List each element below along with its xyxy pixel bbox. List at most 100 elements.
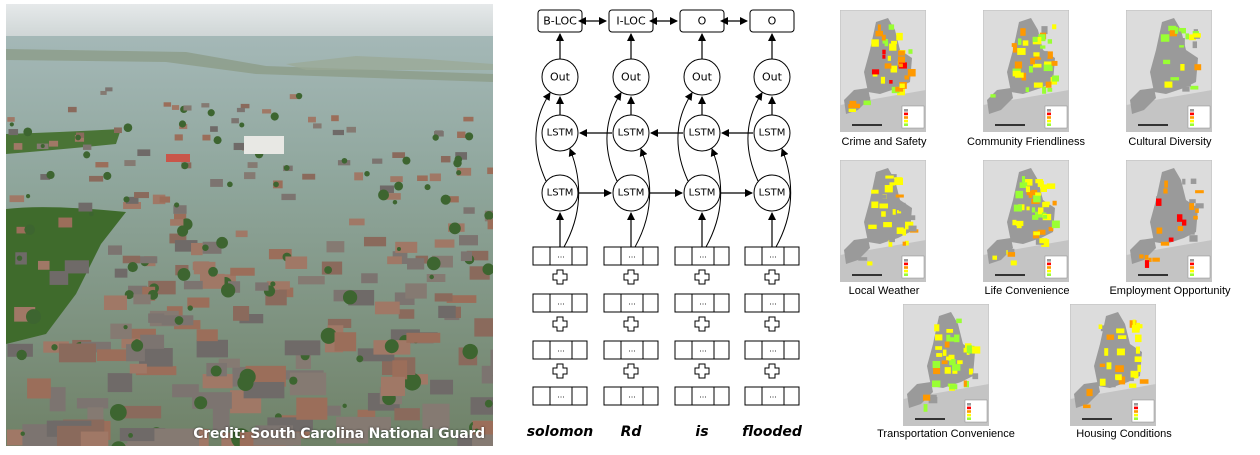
map-region (1189, 199, 1196, 203)
map-region (1139, 254, 1143, 258)
flood-photo: Credit: South Carolina National Guard (6, 4, 493, 446)
map-region (1039, 238, 1047, 243)
map-region (868, 225, 876, 229)
tree (484, 211, 493, 220)
map-caption: Cultural Diversity (1128, 136, 1211, 148)
map-region (1135, 335, 1141, 343)
house-roof (81, 432, 109, 446)
tree (273, 182, 279, 188)
tag-label: B-LOC (543, 15, 577, 28)
house-roof (302, 174, 315, 180)
map-scale-bar (1138, 274, 1168, 276)
map-region (895, 177, 902, 184)
map-region (882, 55, 885, 59)
map-region (1170, 77, 1179, 80)
map-local-weather (840, 160, 926, 282)
map-housing-conditions (1070, 304, 1156, 426)
map-region (1180, 64, 1184, 71)
tree (10, 122, 14, 126)
house-roof (191, 243, 203, 255)
tree (449, 222, 461, 234)
house-roof (172, 105, 179, 110)
tag-label: I-LOC (616, 15, 646, 28)
map-legend-swatch (1047, 109, 1051, 112)
map-region (1033, 37, 1038, 42)
output-node-label: Out (762, 71, 783, 84)
house-roof (234, 143, 245, 150)
tree (214, 136, 222, 144)
house-roof (435, 130, 443, 135)
house-roof (197, 329, 218, 341)
map-region (943, 350, 947, 356)
house-roof (194, 261, 209, 274)
tree (455, 156, 463, 164)
map-region (1023, 40, 1029, 45)
map-region (1052, 75, 1059, 81)
map-region (1161, 212, 1165, 217)
house-roof (10, 195, 25, 202)
house-roof (134, 192, 149, 198)
house-roof (474, 318, 493, 336)
house-roof (435, 293, 453, 301)
map-region (992, 256, 997, 260)
map-region (1011, 260, 1017, 265)
map-caption: Transportation Convenience (877, 428, 1015, 440)
map-region (935, 334, 942, 340)
map-region (956, 319, 962, 324)
map-region (946, 329, 953, 333)
house-roof (459, 235, 478, 245)
embedding-ellipsis: ... (769, 391, 777, 400)
plus-icon (624, 270, 638, 284)
tree (46, 171, 54, 179)
tree (237, 375, 253, 391)
tree (485, 400, 493, 408)
map-region (1020, 81, 1028, 86)
embedding-ellipsis: ... (628, 298, 636, 307)
embedding-ellipsis: ... (699, 391, 707, 400)
house-roof (438, 306, 456, 318)
map-region (1131, 371, 1139, 379)
map-legend-swatch (904, 123, 908, 126)
tree (174, 202, 179, 207)
tree (103, 172, 111, 180)
house-roof (124, 160, 135, 166)
map-legend-swatch (904, 259, 908, 262)
embedding-ellipsis: ... (557, 345, 565, 354)
map-region (878, 25, 881, 31)
tag-label: O (768, 15, 777, 28)
map-region (896, 194, 904, 197)
house-roof (285, 256, 307, 268)
tree (41, 144, 45, 148)
house-roof (160, 196, 171, 202)
map-region (1033, 52, 1039, 56)
map-region (1039, 51, 1047, 57)
tree (296, 93, 302, 99)
map-region (1187, 231, 1195, 234)
tree (179, 120, 186, 127)
map-region (1184, 79, 1191, 86)
map-region (850, 101, 857, 106)
map-legend-swatch (1190, 273, 1194, 276)
tree (24, 224, 35, 235)
house-roof (457, 132, 465, 138)
map-region (1167, 223, 1175, 231)
house-roof (114, 127, 122, 133)
map-region (871, 202, 878, 209)
house-roof (430, 380, 453, 395)
map-region (932, 381, 940, 388)
house-roof (407, 258, 424, 269)
tree (177, 268, 190, 281)
tree (216, 237, 228, 249)
embedding-ellipsis: ... (699, 345, 707, 354)
house-roof (78, 203, 92, 212)
house-roof (95, 162, 108, 167)
map-region (1052, 221, 1060, 229)
map-region (1100, 364, 1105, 367)
map-region (933, 361, 941, 368)
lstm-node-label: LSTM (759, 128, 786, 139)
map-region (930, 395, 936, 400)
house-roof (435, 239, 455, 247)
photo-credit: Credit: South Carolina National Guard (193, 426, 485, 442)
tree (26, 309, 41, 324)
tree (429, 275, 434, 280)
